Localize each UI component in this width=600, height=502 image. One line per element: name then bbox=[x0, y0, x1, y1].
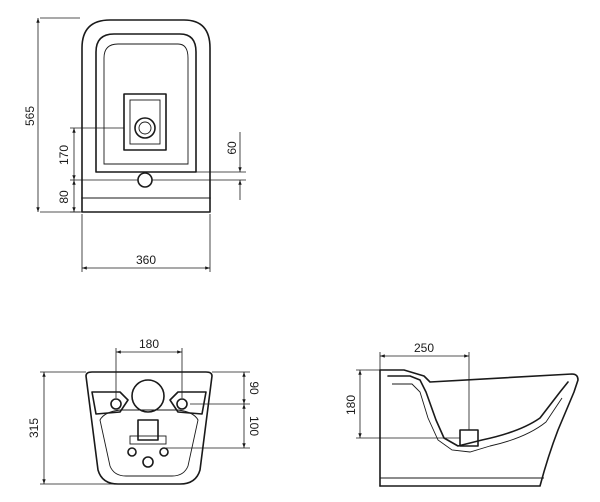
back-view-outlet-flange bbox=[129, 435, 167, 445]
back-view-left-fixing-hole bbox=[110, 398, 122, 410]
dim-label-80: 80 bbox=[57, 190, 71, 204]
dim-label-90: 90 bbox=[247, 381, 261, 395]
back-view: 180 315 90 100 bbox=[27, 337, 261, 485]
top-view-seat-opening bbox=[103, 43, 189, 165]
side-view-outer-outline bbox=[379, 369, 579, 487]
dim-label-60: 60 bbox=[225, 141, 239, 155]
dim-label-250: 250 bbox=[414, 341, 434, 355]
top-view-outlet-hole bbox=[134, 117, 156, 139]
dim-label-180-back: 180 bbox=[139, 337, 159, 351]
back-view-outlet-circle bbox=[131, 379, 165, 413]
top-view-inner-rim bbox=[95, 33, 197, 173]
top-view-outlet-inner bbox=[129, 99, 161, 145]
back-view-right-pad bbox=[169, 391, 207, 415]
side-view-bowl-inner bbox=[392, 383, 563, 453]
top-view-fixing-hole bbox=[137, 172, 153, 188]
dim-label-180-side: 180 bbox=[344, 395, 358, 415]
side-view: 250 180 bbox=[344, 341, 579, 487]
back-view-lower-left-hole bbox=[127, 447, 137, 457]
side-view-bowl-contour bbox=[387, 375, 569, 447]
top-view-outlet-hole-inner bbox=[138, 121, 152, 135]
back-view-outlet-block bbox=[137, 419, 159, 441]
dim-label-315: 315 bbox=[27, 418, 41, 438]
dim-label-360: 360 bbox=[136, 253, 156, 267]
top-view: 565 170 80 60 360 bbox=[23, 17, 246, 272]
back-view-outer-outline bbox=[85, 371, 213, 485]
back-view-lower-right-hole bbox=[159, 447, 169, 457]
back-view-inner-outline bbox=[99, 409, 199, 477]
top-view-outer-outline bbox=[81, 19, 211, 199]
dim-label-170: 170 bbox=[57, 145, 71, 165]
back-view-left-pad bbox=[91, 391, 129, 415]
top-view-base-plate bbox=[81, 197, 211, 213]
top-view-outlet-outer bbox=[123, 93, 167, 151]
dim-label-565: 565 bbox=[23, 106, 37, 126]
back-view-right-fixing-hole bbox=[176, 398, 188, 410]
dim-label-100: 100 bbox=[247, 416, 261, 436]
back-view-supply-hole bbox=[142, 456, 154, 468]
